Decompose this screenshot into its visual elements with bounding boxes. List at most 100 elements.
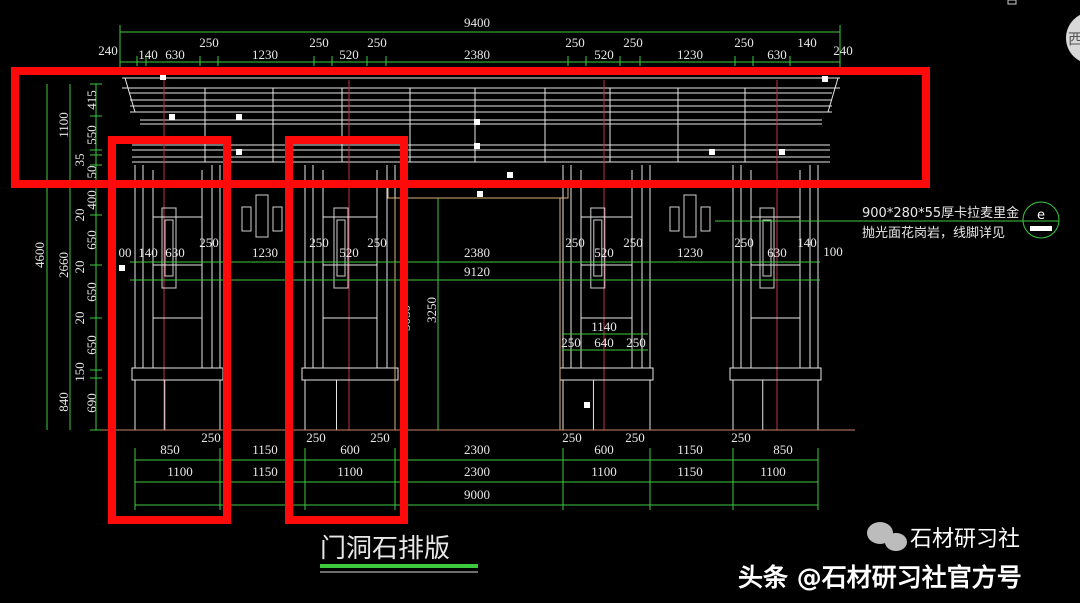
mid-dimension-label: 520 (339, 245, 359, 260)
detail-marker-label: e (1037, 208, 1045, 223)
wall-lamp-icon (333, 207, 349, 289)
material-note-line-1: 900*280*55厚卡拉麦里金 (862, 205, 1019, 221)
top-dimension-label: 250 (623, 35, 643, 50)
height-detail-label: 150 (72, 362, 87, 382)
pier-base-cap (301, 367, 399, 381)
top-dimension-label: 250 (309, 35, 329, 50)
grip-marker (477, 191, 483, 197)
wechat-account-name: 石材研习社 (910, 527, 1020, 552)
mid-dimension-label: 250 (565, 235, 585, 250)
grip-marker (709, 149, 715, 155)
grip-marker (160, 74, 166, 80)
bottom-dimension-label: 1100 (167, 464, 193, 479)
wall-lamp-icon (336, 219, 346, 277)
lantern-icon (241, 206, 252, 232)
watermark-text: 头条 @石材研习社官方号 (738, 563, 1022, 592)
top-dimension-label: 520 (339, 47, 359, 62)
bottom-dimension-label: 2300 (464, 464, 490, 479)
highlight-box-lintel (11, 67, 930, 188)
grip-marker (236, 149, 242, 155)
height-detail-label: 650 (84, 335, 99, 355)
corner-glyph: 西 (1068, 30, 1080, 48)
mid-dimension-label: 630 (165, 245, 185, 260)
bottom-dimension-label: 1150 (252, 442, 278, 457)
material-note-line-2: 抛光面花岗岩，线脚详见 (862, 225, 1005, 241)
detail-marker-icon: e (715, 201, 1060, 239)
height-detail-label: 50 (84, 166, 99, 179)
pier-dimension-label: 1140 (591, 319, 617, 334)
pier-base-cap (729, 367, 822, 381)
grip-marker (474, 119, 480, 125)
height-detail-label: 690 (84, 393, 99, 413)
mid-dimension-label: 140 (797, 235, 817, 250)
base-total-label: 9000 (464, 487, 490, 502)
grip-marker (119, 265, 125, 271)
top-dimension-label: 250 (199, 35, 219, 50)
mid-dimension-label: 250 (367, 235, 387, 250)
top-dimension-label: 250 (367, 35, 387, 50)
top-dimension-label: 2380 (464, 47, 490, 62)
mid-dimension-label: 250 (734, 235, 754, 250)
pier-dimension-label: 640 (594, 335, 614, 350)
end-offset-label: 240 (98, 43, 118, 58)
height-detail-label: 415 (84, 90, 99, 110)
bottom-dimension-label: 250 (562, 430, 582, 445)
top-dimension-label: 630 (165, 47, 185, 62)
top-dimension-label: 630 (767, 47, 787, 62)
pier-base-cap (131, 367, 224, 381)
drawing-title: 门洞石排版 (320, 534, 450, 564)
mid-dimension-label: 1230 (677, 245, 703, 260)
corner-badge: 西 (1007, 0, 1080, 62)
bottom-dimension-label: 1100 (591, 464, 617, 479)
height-detail-label: 550 (84, 125, 99, 145)
mid-dimension-label: 140 (138, 245, 158, 260)
grip-marker (236, 114, 242, 120)
bottom-dimension-label: 850 (160, 442, 180, 457)
highlight-box-left-pier (108, 136, 231, 524)
bottom-dimension-label: 1150 (252, 464, 278, 479)
wechat-icon (867, 522, 907, 551)
lantern-icon (255, 194, 269, 238)
wall-lamp-icon (161, 207, 177, 289)
pier-base-cap (559, 367, 654, 381)
height-segment-label: 2660 (56, 252, 71, 278)
bottom-dimension-label: 1150 (677, 442, 703, 457)
height-detail-label: 20 (72, 209, 87, 222)
pier-base (562, 379, 651, 431)
bottom-dimension-label: 850 (773, 442, 793, 457)
grip-marker (584, 402, 590, 408)
mid-dimension-label: 250 (199, 235, 219, 250)
pier-dimension-label: 250 (561, 335, 581, 350)
wall-lamp-icon (593, 219, 603, 277)
bottom-dimension-label: 250 (625, 430, 645, 445)
pier-dimension-label: 250 (626, 335, 646, 350)
mid-dimension-label: 1230 (252, 245, 278, 260)
lantern-icon (272, 206, 283, 232)
height-detail-label: 650 (84, 230, 99, 250)
mid-dimension-label: 250 (623, 235, 643, 250)
pier-base (732, 379, 819, 431)
grip-marker (474, 143, 480, 149)
opening-height-label: 3250 (424, 297, 439, 323)
bottom-dimension-label: 600 (594, 442, 614, 457)
height-segment-label: 840 (56, 392, 71, 412)
mid-dimension-label: 630 (767, 245, 787, 260)
grip-marker (169, 114, 175, 120)
bottom-dimension-label: 250 (201, 430, 221, 445)
title-underline (320, 564, 478, 568)
elevation-geometry (100, 74, 855, 431)
height-total-label: 4600 (32, 242, 47, 268)
top-dimension-label: 140 (797, 35, 817, 50)
bottom-dimension-label: 2300 (464, 442, 490, 457)
total-width-label: 9400 (464, 15, 490, 30)
lantern-icon (700, 206, 711, 232)
height-detail-label: 400 (84, 190, 99, 210)
height-detail-label: 35 (72, 154, 87, 167)
top-dimension-label: 140 (138, 47, 158, 62)
highlight-box-inner-pier (285, 136, 408, 524)
mid-dimension-label: 100 (823, 244, 843, 259)
wall-lamp-icon (590, 207, 606, 289)
top-dimension-label: 250 (734, 35, 754, 50)
